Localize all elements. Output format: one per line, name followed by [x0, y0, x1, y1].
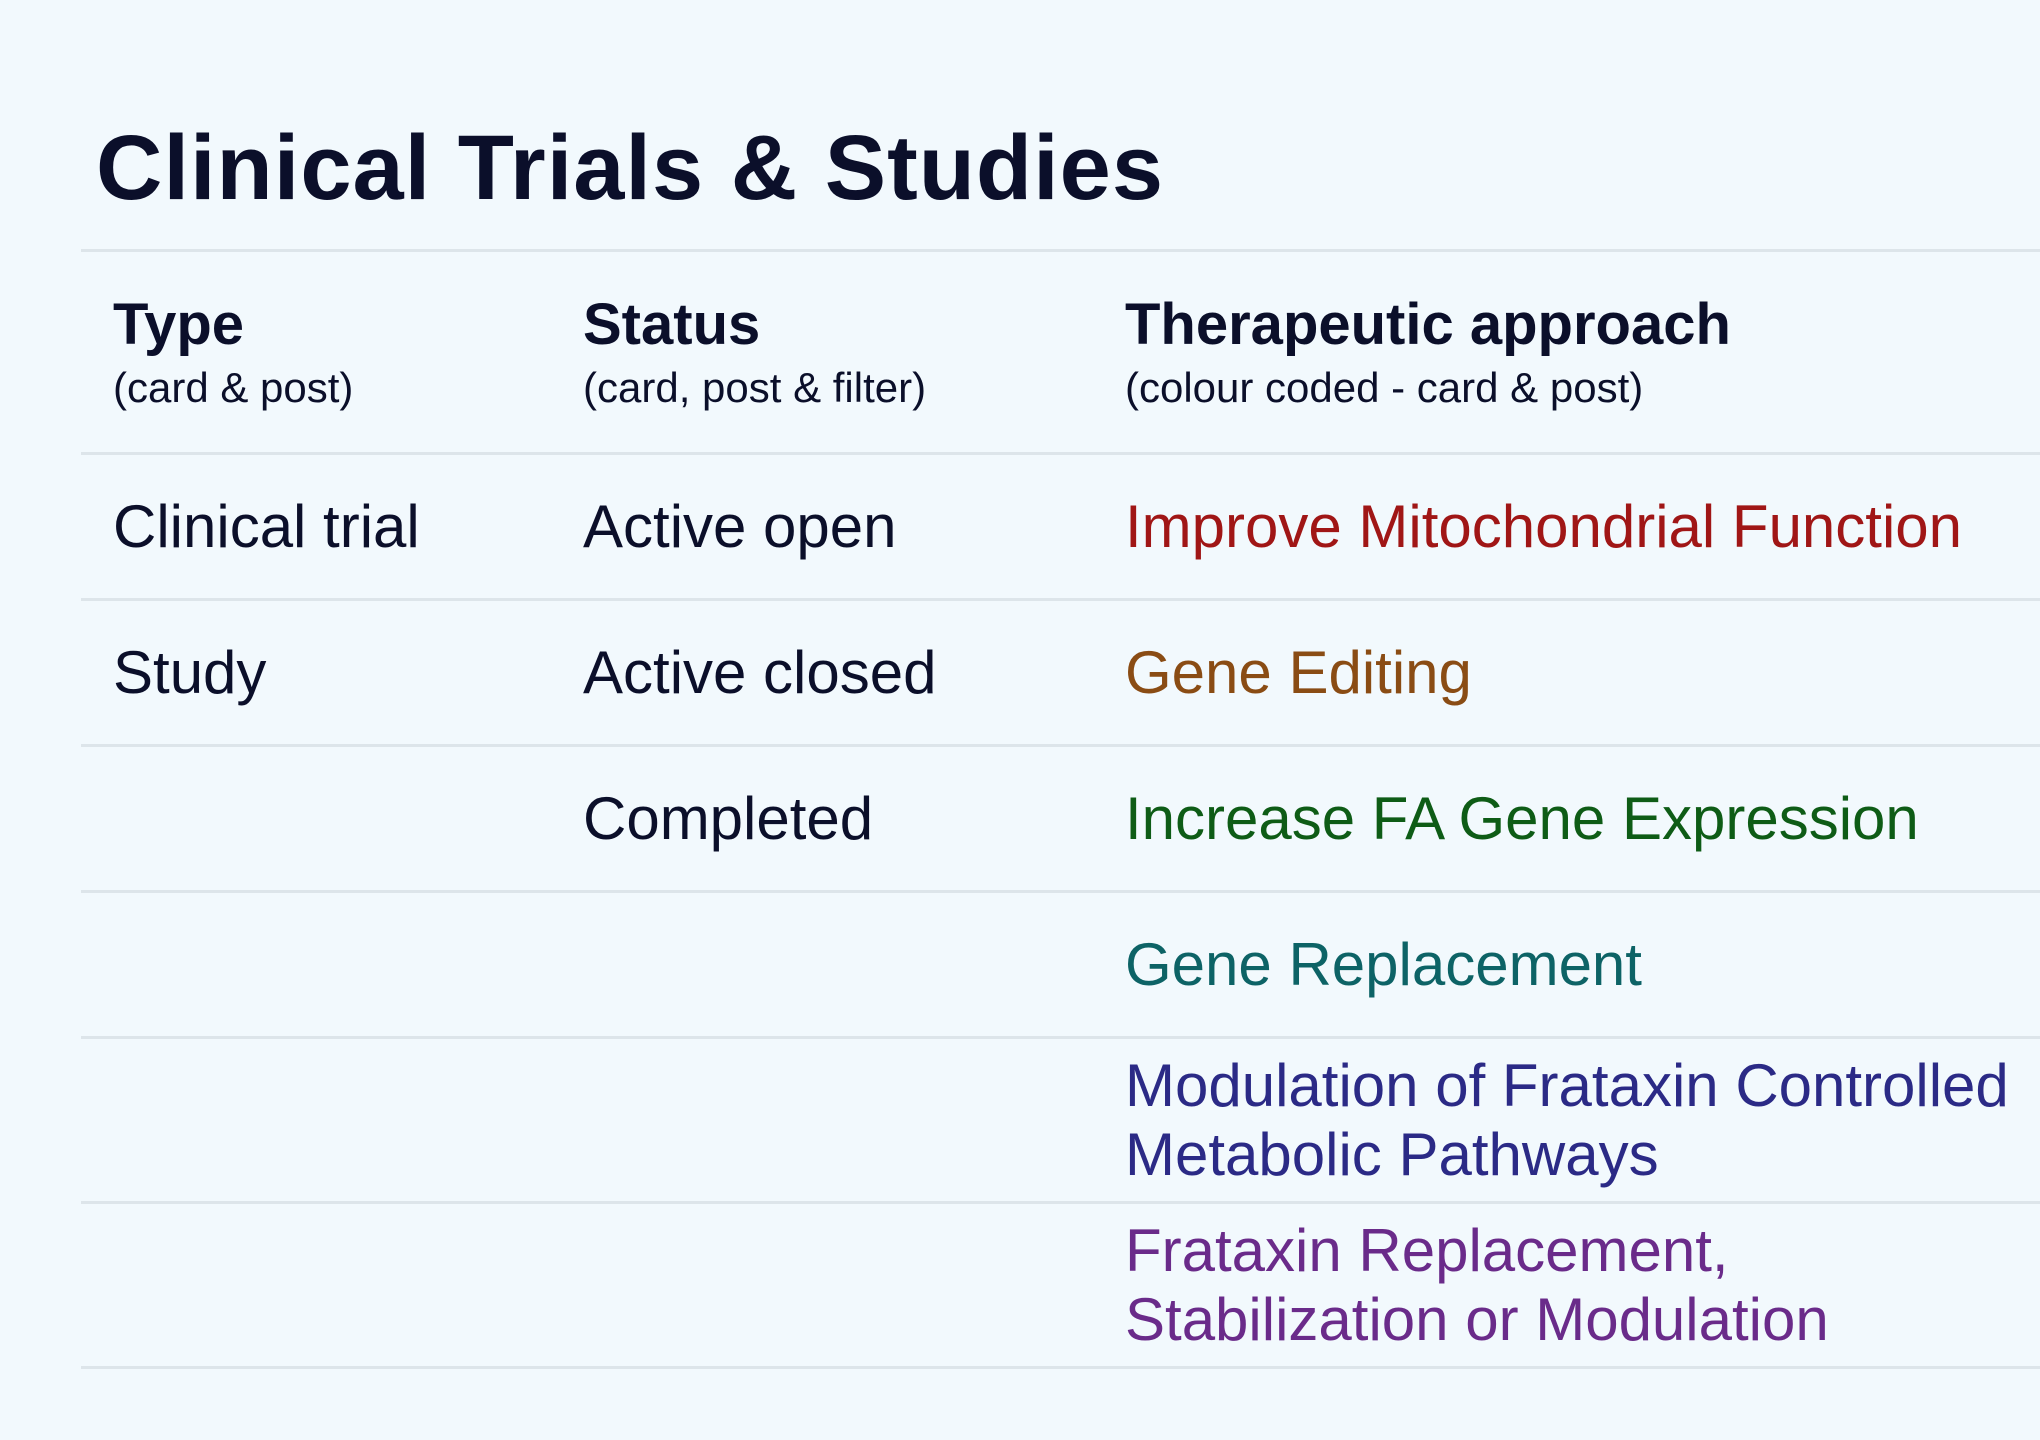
table-row: Modulation of Frataxin Controlled Metabo…	[81, 1039, 2040, 1205]
status-cell: Active open	[583, 493, 897, 561]
header-sublabel: (card & post)	[113, 364, 354, 412]
table-row: Gene Replacement	[81, 893, 2040, 1040]
type-cell: Clinical trial	[113, 493, 420, 561]
header-label: Status	[583, 291, 761, 357]
column-header-status: Status (card, post & filter)	[551, 252, 1093, 452]
status-cell	[551, 1039, 1093, 1201]
type-cell	[81, 893, 551, 1036]
header-sublabel: (colour coded - card & post)	[1125, 364, 1644, 412]
header-label: Therapeutic approach	[1125, 291, 1731, 357]
table-header-row: Type (card & post) Status (card, post & …	[81, 252, 2040, 456]
type-cell: Study	[113, 639, 267, 707]
header-label: Type	[113, 291, 245, 357]
status-cell: Completed	[583, 785, 874, 853]
approach-cell: Gene Replacement	[1125, 931, 1642, 999]
header-sublabel: (card, post & filter)	[583, 364, 927, 412]
column-header-approach: Therapeutic approach (colour coded - car…	[1093, 252, 2040, 452]
table-row: Clinical trial Active open Improve Mitocho…	[81, 455, 2040, 602]
status-cell	[551, 1204, 1093, 1366]
table-row: Completed Increase FA Gene Expression	[81, 747, 2040, 894]
approach-cell: Increase FA Gene Expression	[1125, 785, 1919, 853]
table-row: Frataxin Replacement, Stabilization or M…	[81, 1204, 2040, 1370]
column-header-type: Type (card & post)	[81, 252, 551, 452]
table-row: Study Active closed Gene Editing	[81, 601, 2040, 748]
type-cell	[81, 1039, 551, 1201]
approach-cell: Frataxin Replacement, Stabilization or M…	[1125, 1217, 1829, 1354]
status-cell: Active closed	[583, 639, 937, 707]
type-cell	[81, 1204, 551, 1366]
type-cell	[81, 747, 551, 890]
approach-cell: Gene Editing	[1125, 639, 1472, 707]
page-title: Clinical Trials & Studies	[96, 117, 1164, 219]
approach-cell: Modulation of Frataxin Controlled Metabo…	[1125, 1052, 2009, 1189]
approach-cell: Improve Mitochondrial Function	[1125, 493, 1963, 561]
trials-table: Type (card & post) Status (card, post & …	[81, 249, 2040, 1370]
status-cell	[551, 893, 1093, 1036]
